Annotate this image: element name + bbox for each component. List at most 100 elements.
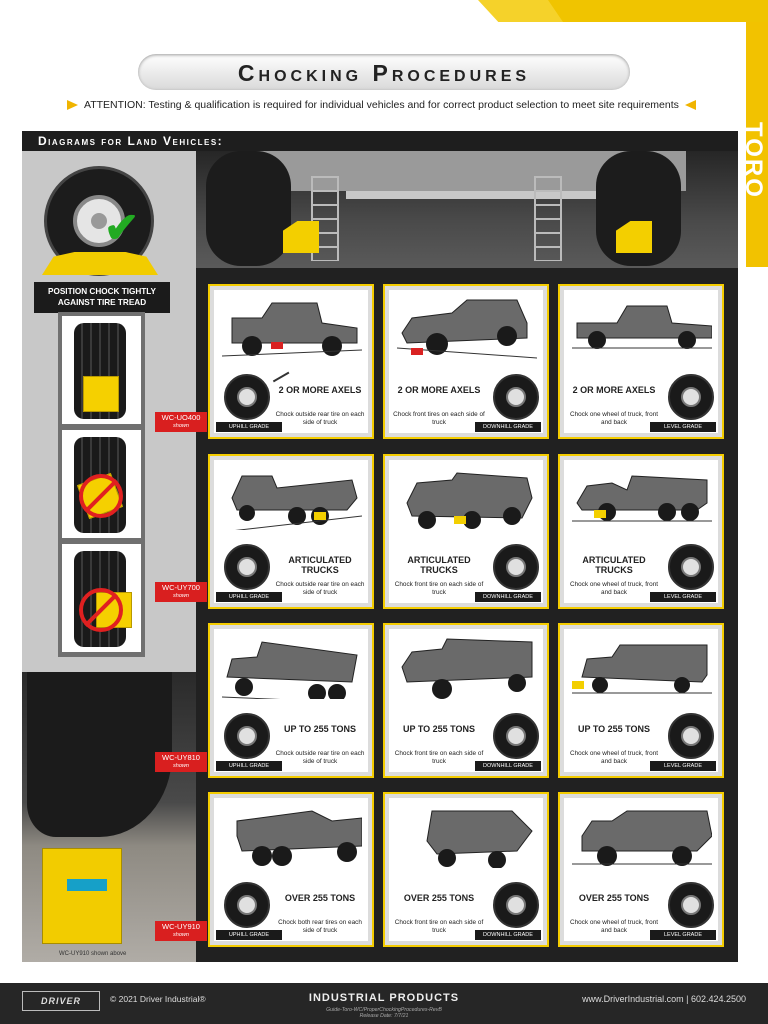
panel-inner: OVER 255 TONS Chock one wheel of truck, … — [564, 798, 718, 941]
hitch-bar — [346, 191, 676, 199]
red-chock-icon — [271, 342, 283, 349]
panel-inner: ARTICULATED TRUCKS Chock outside rear ti… — [214, 460, 368, 603]
panel-inner: UP TO 255 TONS Chock front tire on each … — [389, 629, 543, 772]
grade-label: DOWNHILL GRADE — [475, 422, 541, 432]
brand-side-text: TORO — [740, 121, 767, 199]
grade-label: LEVEL GRADE — [650, 761, 716, 771]
correct-example — [62, 316, 141, 424]
rim-icon — [681, 387, 701, 407]
panel-instruction: Chock one wheel of truck, front and back — [569, 581, 659, 596]
panel-r3-uphill: OVER 255 TONS Chock both rear tires on e… — [208, 792, 374, 947]
wheel-icon — [493, 544, 541, 592]
panel-instruction: Chock front tire on each side of truck — [394, 581, 484, 596]
panel-heading: 2 OR MORE AXELS — [397, 385, 481, 395]
panel-heading: OVER 255 TONS — [284, 893, 356, 903]
tread-examples — [58, 312, 145, 657]
tire-icon — [668, 713, 714, 759]
panel-r3-level: OVER 255 TONS Chock one wheel of truck, … — [558, 792, 724, 947]
attention-line: ATTENTION: Testing & qualification is re… — [67, 99, 707, 111]
dump-truck-icon — [221, 637, 363, 704]
rim-icon — [237, 387, 257, 407]
wheel-icon — [668, 374, 716, 422]
model-code: WC-UY700 — [162, 583, 200, 592]
chock-icon — [594, 510, 606, 518]
model-code: WC-UY910 — [162, 922, 200, 931]
panel-heading: OVER 255 TONS — [403, 893, 475, 903]
panel-inner: 2 OR MORE AXELS Chock one wheel of truck… — [564, 290, 718, 433]
contact-info[interactable]: www.DriverIndustrial.com | 602.424.2500 — [582, 994, 746, 1004]
red-chock-icon — [411, 348, 423, 355]
model-code: WC-UO400 — [161, 413, 201, 422]
position-note: POSITION CHOCK TIGHTLY AGAINST TIRE TREA… — [34, 282, 170, 313]
panel-instruction: Chock outside rear tire on each side of … — [275, 750, 365, 765]
tire-icon — [668, 882, 714, 928]
hub-icon — [91, 213, 107, 229]
wheel-icon — [493, 882, 541, 930]
truck-underside-photo — [196, 151, 738, 268]
tire-icon — [206, 151, 291, 266]
grade-label: UPHILL GRADE — [216, 592, 282, 602]
brand-side-strip — [746, 22, 768, 267]
panel-inner: 2 OR MORE AXELS Chock outside rear tire … — [214, 290, 368, 433]
model-note: shown — [173, 763, 189, 769]
incorrect-example-1 — [62, 430, 141, 538]
panel-inner: OVER 255 TONS Chock both rear tires on e… — [214, 798, 368, 941]
rim-icon — [237, 726, 257, 746]
rim-icon — [237, 557, 257, 577]
panel-instruction: Chock one wheel of truck, front and back — [569, 750, 659, 765]
grade-label: UPHILL GRADE — [216, 761, 282, 771]
panel-r0-level: 2 OR MORE AXELS Chock one wheel of truck… — [558, 284, 724, 439]
wheel-icon — [668, 713, 716, 761]
panel-heading: UP TO 255 TONS — [402, 724, 476, 734]
guide-id: Guide-Toro-WC/ProperChockingProcedures-R… — [326, 1007, 442, 1013]
chock-icon — [83, 376, 119, 412]
tire-icon — [224, 713, 270, 759]
model-note: shown — [173, 593, 189, 599]
panel-inner: UP TO 255 TONS Chock one wheel of truck,… — [564, 629, 718, 772]
panel-inner: UP TO 255 TONS Chock outside rear tire o… — [214, 629, 368, 772]
grade-label: LEVEL GRADE — [650, 422, 716, 432]
panel-instruction: Chock outside rear tire on each side of … — [275, 411, 365, 426]
tire-icon — [493, 882, 539, 928]
rim-icon — [506, 895, 526, 915]
tire-icon — [224, 544, 270, 590]
rim-icon — [506, 557, 526, 577]
panel-heading: UP TO 255 TONS — [577, 724, 651, 734]
chock-icon — [454, 516, 466, 524]
rim-icon — [73, 195, 125, 247]
wheel-icon — [224, 882, 272, 930]
articulated-truck-icon — [572, 468, 712, 530]
panel-instruction: Chock front tire on each side of truck — [394, 919, 484, 934]
chock-icon — [314, 512, 326, 520]
title-banner: Chocking Procedures — [138, 54, 630, 90]
panel-inner: OVER 255 TONS Chock front tire on each s… — [389, 798, 543, 941]
wheel-icon — [493, 374, 541, 422]
wheel-icon — [224, 544, 272, 592]
articulated-truck-icon — [221, 468, 363, 533]
attention-text: ATTENTION: Testing & qualification is re… — [84, 99, 679, 111]
wheel-icon — [668, 544, 716, 592]
wheel-icon — [668, 882, 716, 930]
rim-icon — [237, 895, 257, 915]
pickup-truck-icon — [572, 298, 713, 360]
photo-caption: WC-UY910 shown above — [59, 951, 127, 957]
tire-icon — [668, 374, 714, 420]
dump-truck-icon — [572, 637, 712, 699]
grade-label: DOWNHILL GRADE — [475, 761, 541, 771]
panel-inner: 2 OR MORE AXELS Chock front tires on eac… — [389, 290, 543, 433]
wheel-icon — [224, 713, 272, 761]
arrow-left-icon — [684, 100, 696, 111]
tire-icon — [668, 544, 714, 590]
left-column: POSITION CHOCK TIGHTLY AGAINST TIRE TREA… — [22, 151, 196, 672]
model-note: shown — [173, 932, 189, 938]
chock-icon — [572, 681, 584, 689]
panel-heading: 2 OR MORE AXELS — [278, 385, 362, 395]
panel-inner: ARTICULATED TRUCKS Chock front tire on e… — [389, 460, 543, 603]
tire-icon — [493, 544, 539, 590]
wheel-icon — [493, 713, 541, 761]
panel-instruction: Chock front tires on each side of truck — [393, 411, 485, 426]
panel-heading: OVER 255 TONS — [578, 893, 650, 903]
